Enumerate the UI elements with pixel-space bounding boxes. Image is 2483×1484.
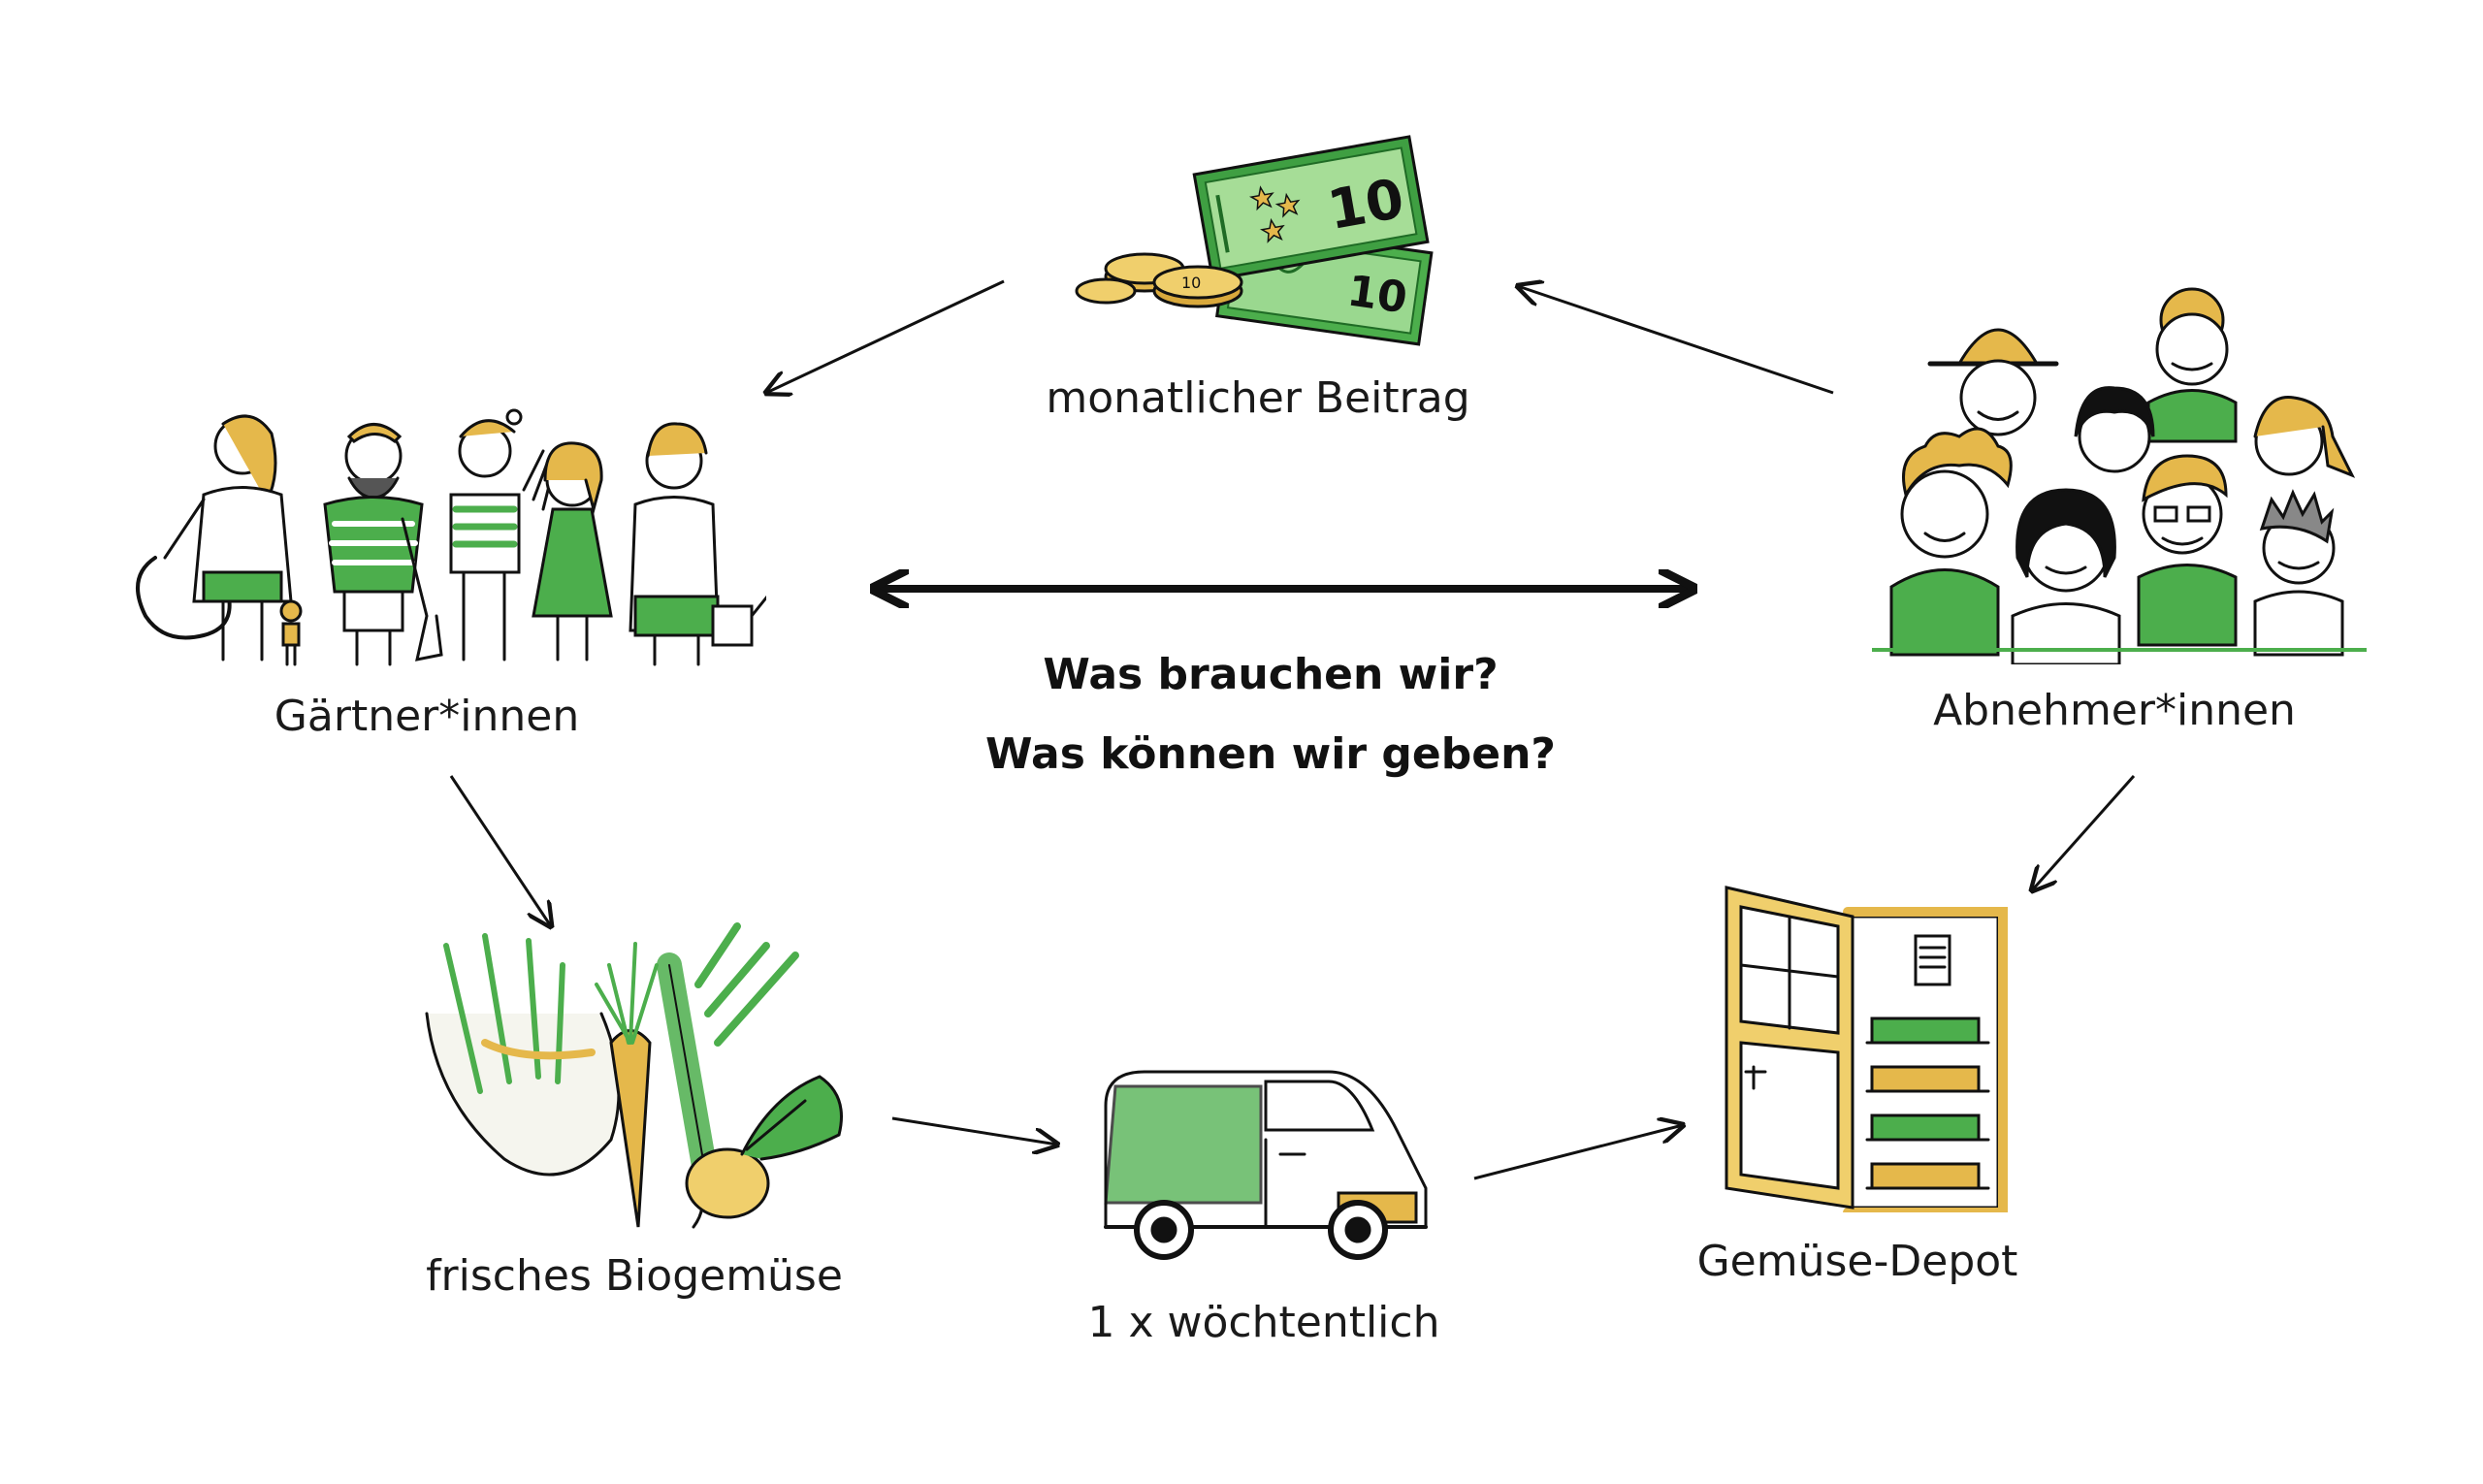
people-group-icon xyxy=(1872,267,2367,664)
arrow-consumers-to-depot xyxy=(2032,775,2136,890)
arrow-consumers-to-payment xyxy=(1518,286,1834,395)
vegetables-icon xyxy=(407,907,873,1242)
arrow-gardeners-to-vegetables xyxy=(449,775,551,926)
depot-door-icon xyxy=(1707,878,2008,1212)
consumers-label: Abnehmer*innen xyxy=(1933,686,2296,735)
arrow-van-to-depot xyxy=(1473,1125,1683,1180)
center-question-1: Was brauchen wir? xyxy=(1043,650,1499,699)
gardeners-group-icon xyxy=(107,403,766,679)
delivery-van-icon xyxy=(1086,1048,1455,1266)
center-question-2: Was können wir geben? xyxy=(985,729,1556,779)
money-icon: 10 10 10 xyxy=(1067,121,1455,349)
arrow-vegetables-to-van xyxy=(891,1116,1057,1145)
svg-text:10: 10 xyxy=(1323,167,1408,242)
depot-label: Gemüse-Depot xyxy=(1696,1237,2018,1286)
vegetables-label: frisches Biogemüse xyxy=(426,1251,843,1301)
delivery-label: 1 x wöchtentlich xyxy=(1087,1298,1440,1347)
payment-label: monatlicher Beitrag xyxy=(1046,373,1470,423)
svg-text:10: 10 xyxy=(1181,274,1201,292)
arrow-payment-to-gardeners xyxy=(766,279,1005,393)
center-questions: Was brauchen wir? Was können wir geben? xyxy=(985,635,1556,794)
svg-text:10: 10 xyxy=(1344,266,1410,323)
gardeners-label: Gärtner*innen xyxy=(274,692,580,741)
